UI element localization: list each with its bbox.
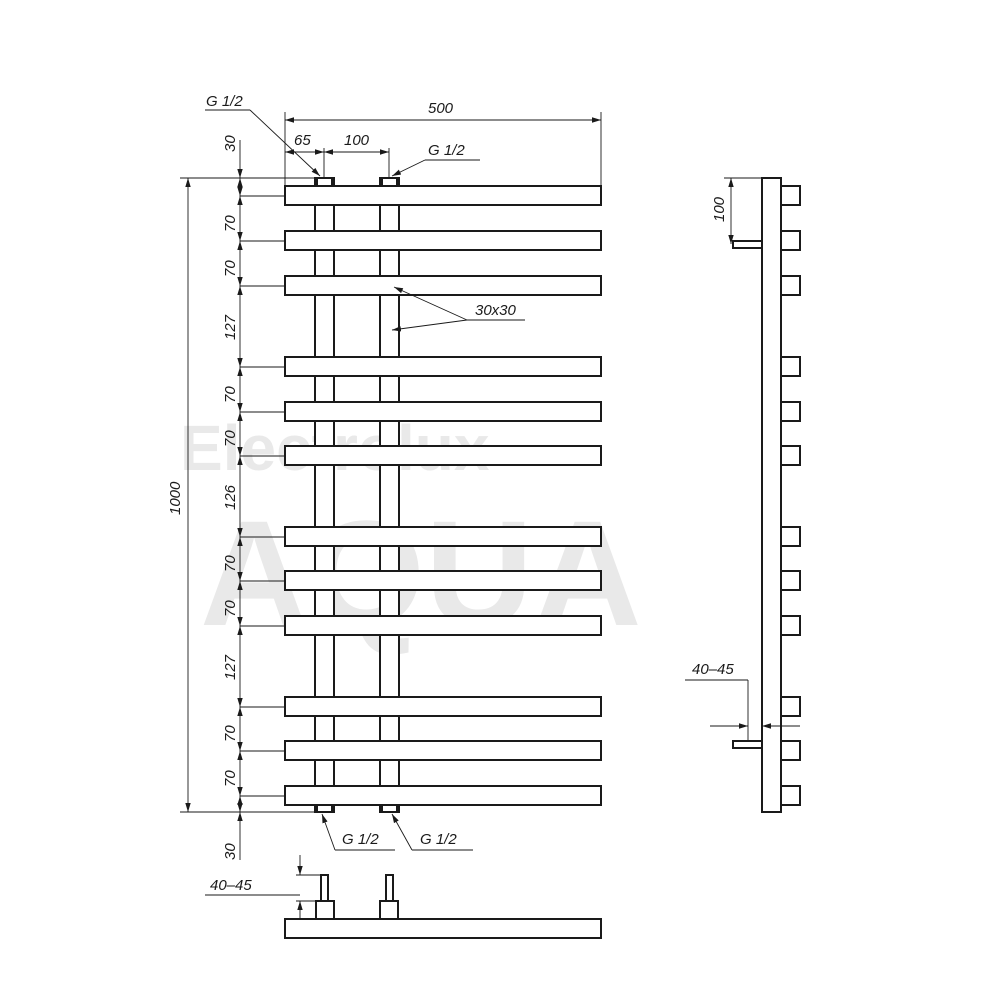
spacing-label: 70 (222, 770, 239, 787)
side-bar-end (780, 785, 801, 806)
side-bar-end (780, 230, 801, 251)
rail-bar (284, 185, 602, 206)
spacing-label: 70 (222, 725, 239, 742)
thread-label-bottom-left: G 1/2 (342, 831, 379, 848)
bottom-view (284, 874, 602, 939)
rail-bar (284, 570, 602, 591)
rail-bar (284, 275, 602, 296)
side-collector (761, 177, 782, 813)
spacing-label: 70 (222, 430, 239, 447)
dim-width: 500 (284, 100, 602, 186)
pipe-offset-label: 65 (294, 132, 311, 149)
rail-bar (284, 230, 602, 251)
spacing-label: 127 (222, 314, 239, 340)
spacing-label: 70 (222, 600, 239, 617)
top-left-nipple (316, 177, 333, 187)
spacing-label: 126 (222, 484, 239, 510)
rail-bar (284, 445, 602, 466)
side-wall-gap-label: 40–45 (692, 661, 734, 678)
front-view (284, 177, 602, 813)
rail-bar (284, 526, 602, 547)
spacing-label: 70 (222, 386, 239, 403)
height-label: 1000 (167, 481, 184, 515)
rail-bar (284, 785, 602, 806)
dim-spacing-chain: 30 70 70 127 70 70 126 70 70 127 70 70 3… (222, 135, 285, 860)
dim-height: 1000 (167, 177, 315, 813)
rail-bar (284, 615, 602, 636)
rail-bar (284, 740, 602, 761)
spacing-label: 70 (222, 260, 239, 277)
bottom-left-stub (320, 874, 329, 902)
side-bar-end (780, 356, 801, 377)
side-top-offset-label: 100 (711, 196, 728, 222)
top-right-nipple (381, 177, 398, 187)
width-label: 500 (428, 100, 454, 117)
thread-label-bottom-right: G 1/2 (420, 831, 457, 848)
spacing-label: 70 (222, 215, 239, 232)
bottom-right-stub (385, 874, 394, 902)
side-bar-end (780, 275, 801, 296)
side-bar-end (780, 696, 801, 717)
thread-leaders-bottom: G 1/2 G 1/2 (321, 813, 473, 851)
bottom-bar (284, 918, 602, 939)
dim-pipe-offset: 65 100 (285, 132, 390, 178)
side-bar-end (780, 401, 801, 422)
side-bar-end (780, 526, 801, 547)
rail-bar (284, 356, 602, 377)
rail-bar (284, 401, 602, 422)
bottom-dim-wall-gap: 40–45 (205, 855, 321, 919)
side-bar-end (780, 740, 801, 761)
thread-label-top-right: G 1/2 (428, 142, 465, 159)
rail-bar (284, 696, 602, 717)
side-dim-top: 100 (711, 177, 762, 244)
side-view (732, 177, 801, 813)
side-bar-end (780, 615, 801, 636)
bottom-wall-gap-label: 40–45 (210, 877, 252, 894)
bar-section-label: 30x30 (475, 302, 517, 319)
side-dim-wall-gap: 40–45 (685, 661, 800, 741)
bottom-left-collector (315, 900, 335, 920)
bottom-right-collector (379, 900, 399, 920)
side-bar-end (780, 185, 801, 206)
top-margin-label: 30 (222, 135, 239, 152)
side-bar-end (780, 570, 801, 591)
bar-section-callout: 30x30 (391, 286, 525, 332)
bottom-margin-label: 30 (222, 843, 239, 860)
spacing-label: 127 (222, 654, 239, 680)
side-bar-end (780, 445, 801, 466)
side-bottom-bracket (732, 740, 763, 749)
spacing-label: 70 (222, 555, 239, 572)
thread-leaders-top: G 1/2 G 1/2 (205, 93, 480, 177)
thread-label-top-left: G 1/2 (206, 93, 243, 110)
pipe-spacing-label: 100 (344, 132, 370, 149)
side-top-bracket (732, 240, 763, 249)
